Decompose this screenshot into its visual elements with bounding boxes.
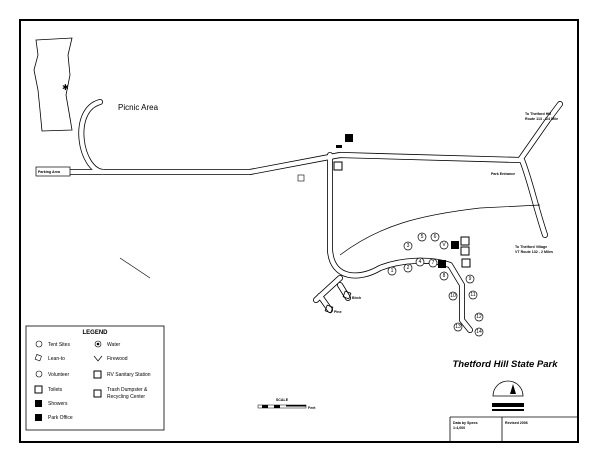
map-border <box>19 19 579 443</box>
svg-text:LEGEND: LEGEND <box>82 330 108 336</box>
campsite-5: 5 <box>417 232 427 242</box>
power-line <box>119 257 151 279</box>
svg-text:12: 12 <box>476 314 482 320</box>
lean-to-icon <box>34 354 42 362</box>
building-icon <box>336 145 342 148</box>
svg-text:Lean-to: Lean-to <box>48 356 65 362</box>
campsites: 1 2 3 4 5 6 7 8 9 10 11 12 13 14 V <box>387 232 484 337</box>
campsite-7: 7 <box>428 258 438 268</box>
svg-text:14: 14 <box>476 329 482 335</box>
svg-text:7: 7 <box>432 260 435 266</box>
toilets-icon <box>34 385 43 394</box>
campsite-13: 13 <box>453 322 463 332</box>
svg-text:RV Sanitary Station: RV Sanitary Station <box>107 372 151 378</box>
volunteer-site: V <box>439 240 449 250</box>
svg-text:6: 6 <box>434 234 437 240</box>
svg-text:SCALE: SCALE <box>276 398 289 402</box>
birch-lean-to-label: Birch <box>352 296 361 300</box>
campsite-10: 10 <box>448 291 458 301</box>
svg-text:Recycling Center: Recycling Center <box>107 394 145 400</box>
firewood-icon <box>93 355 103 362</box>
campsite-8: 8 <box>439 271 449 281</box>
svg-text:Trash Dumpster &: Trash Dumpster & <box>107 387 148 393</box>
water-icon <box>94 340 102 348</box>
svg-text:Tent Sites: Tent Sites <box>48 342 70 348</box>
lean-to-icon <box>324 304 334 314</box>
svg-text:10: 10 <box>450 293 456 299</box>
campsite-14: 14 <box>474 327 484 337</box>
pine-lean-to-label: Pine <box>334 310 342 314</box>
toilets-icon <box>460 236 470 246</box>
svg-text:4: 4 <box>419 259 422 265</box>
lean-to-icon <box>342 290 352 300</box>
svg-text:1:4,000: 1:4,000 <box>453 426 465 430</box>
svg-text:11: 11 <box>470 292 475 298</box>
svg-text:Water: Water <box>107 342 120 348</box>
showers-icon <box>35 400 42 407</box>
svg-text:Feet: Feet <box>308 406 316 410</box>
roads <box>67 99 563 333</box>
svg-text:9: 9 <box>469 276 472 282</box>
park-entrance-label: Park Entrance <box>491 172 515 176</box>
campsite-4: 4 <box>415 257 425 267</box>
svg-text:Revised 2006: Revised 2006 <box>505 421 528 425</box>
svg-text:Park Office: Park Office <box>48 415 73 421</box>
svg-text:Toilets: Toilets <box>48 387 63 393</box>
park-location-star-icon: ✱ <box>62 83 69 92</box>
parking-area-sign <box>35 166 71 177</box>
svg-text:13: 13 <box>455 324 461 330</box>
park-office-icon <box>345 134 353 142</box>
legend: LEGEND Tent Sites Lean-to Volunteer Toil… <box>25 325 165 431</box>
svg-text:3: 3 <box>407 243 410 249</box>
vermont-state-parks-logo <box>492 380 524 411</box>
svg-text:Data by Specs: Data by Specs <box>453 421 478 425</box>
svg-text:8: 8 <box>443 273 446 279</box>
tent-site-icon <box>35 340 43 348</box>
scale-bar: SCALE Feet <box>257 398 316 410</box>
campsite-12: 12 <box>474 312 484 322</box>
trash-recycling-icon <box>93 389 102 398</box>
to-thetford-hill-label: To Thetford Hill <box>525 112 551 116</box>
trash-recycling-icon <box>333 161 343 171</box>
accessible-icon <box>438 260 446 268</box>
to-thetford-village-route: VT Route 132 - 2 Miles <box>515 250 553 254</box>
campsite-6: 6 <box>430 232 440 242</box>
rv-sanitary-icon <box>93 370 102 379</box>
svg-text:5: 5 <box>421 234 424 240</box>
info-box: Data by Specs 1:4,000 Revised 2006 <box>449 416 578 442</box>
svg-text:Showers: Showers <box>48 401 68 407</box>
svg-text:Firewood: Firewood <box>107 356 128 362</box>
to-thetford-village-label: To Thetford Village <box>515 245 547 249</box>
campsite-2: 2 <box>403 263 413 273</box>
showers-icon <box>460 246 470 256</box>
vermont-inset-map <box>33 37 73 132</box>
picnic-area-label: Picnic Area <box>118 103 159 112</box>
svg-text:1: 1 <box>391 268 394 274</box>
park-office-icon <box>35 414 42 421</box>
accessible-icon <box>451 241 459 249</box>
svg-text:2: 2 <box>407 265 410 271</box>
svg-text:Volunteer: Volunteer <box>48 372 69 378</box>
parking-area-label: Parking Area <box>38 170 61 174</box>
campsite-11: 11 <box>468 290 478 300</box>
to-thetford-hill-route: Route 113 - 1/4 Mile <box>525 117 558 121</box>
svg-text:V: V <box>442 242 446 248</box>
campsite-3: 3 <box>403 241 413 251</box>
rv-sanitary-icon <box>461 258 471 268</box>
campsite-1: 1 <box>387 266 397 276</box>
campsite-9: 9 <box>465 274 475 284</box>
volunteer-icon <box>35 370 43 378</box>
stream <box>339 204 541 256</box>
park-title: Thetford Hill State Park <box>452 359 558 370</box>
